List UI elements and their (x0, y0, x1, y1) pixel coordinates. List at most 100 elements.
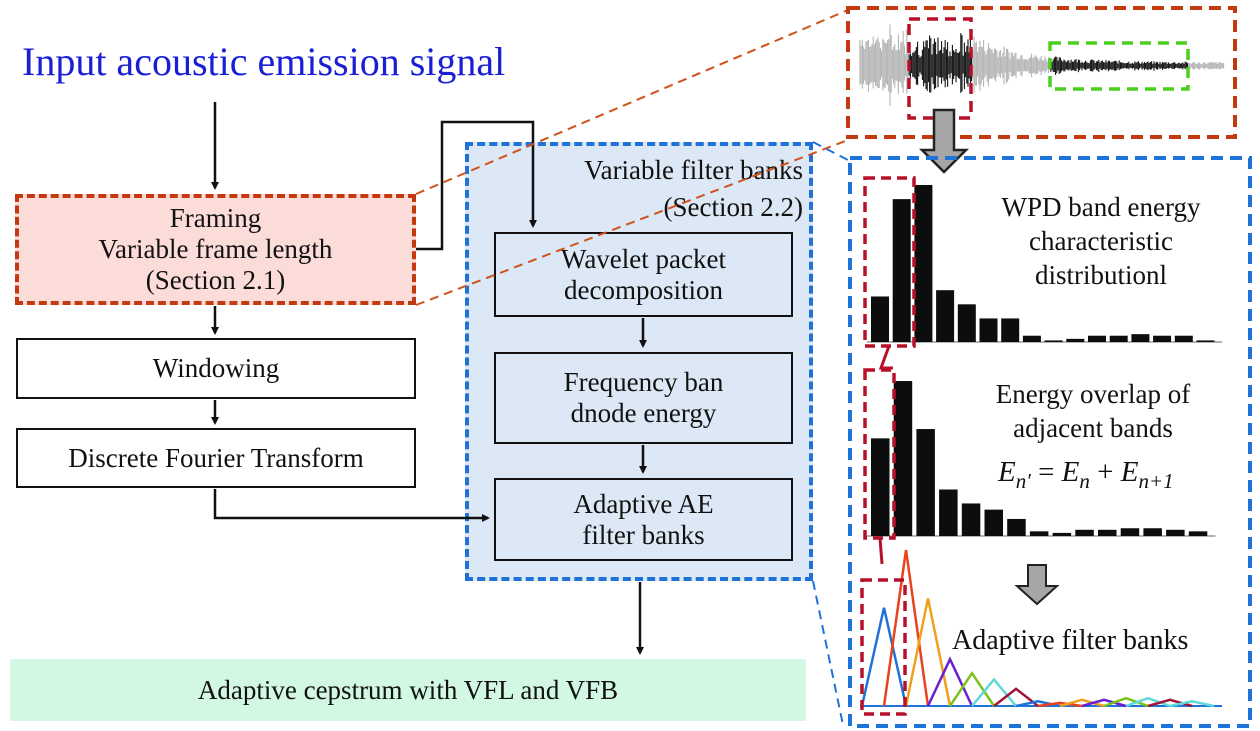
energy-bar (936, 290, 955, 342)
energy-bar (1143, 528, 1162, 536)
wavelet-packet-box: Wavelet packet decomposition (494, 232, 793, 317)
zoom-line-vfb-bottom (812, 580, 844, 726)
energy-bar (984, 509, 1003, 536)
energy-bar (1109, 335, 1128, 342)
energy-bar (892, 199, 911, 342)
current-frame-marker (907, 17, 973, 120)
energy-bar (1088, 335, 1106, 342)
energy-bar (957, 304, 976, 342)
framing-section: (Section 2.1) (145, 265, 286, 295)
filter-triangle-12 (1103, 696, 1149, 708)
dft-box: Discrete Fourier Transform (16, 428, 416, 488)
filter-triangle-6 (971, 677, 1017, 707)
framing-label: Framing (169, 203, 262, 233)
filter-triangle-11 (1081, 698, 1127, 708)
energy-bar (914, 185, 933, 342)
formula-op: = (1030, 456, 1062, 488)
energy-bar (1075, 529, 1094, 536)
energy-bar (1120, 528, 1140, 536)
energy-bar (1044, 340, 1063, 342)
formula-term: E (1120, 456, 1139, 488)
arrow-dft-to-adaptive-filter (213, 489, 490, 522)
step-label: Adaptive AE (573, 488, 714, 519)
filter-triangle-14 (1147, 698, 1193, 708)
filter-triangle-13 (1125, 696, 1171, 708)
energy-bar (1022, 335, 1041, 342)
caption-line: Energy overlap of (995, 379, 1191, 409)
caption-line: adjacent bands (1013, 413, 1173, 443)
step-label: filter banks (582, 519, 705, 550)
step-label: Frequency ban (563, 367, 724, 397)
filter-triangle-3 (904, 598, 952, 707)
zoom-line-vfb-top (812, 141, 849, 161)
step-label: Wavelet packet (561, 243, 726, 274)
energy-bar (1196, 340, 1215, 342)
windowing-label: Windowing (152, 353, 280, 383)
filter-triangle-4 (926, 656, 974, 707)
output-box: Adaptive cepstrum with VFL and VFB (10, 659, 806, 721)
filter-triangle-10 (1059, 698, 1105, 708)
filter-triangle-1 (860, 607, 908, 707)
caption-line: distributionl (1034, 260, 1167, 290)
formula-term: E (998, 456, 1016, 488)
bracket-connector-2 (878, 537, 884, 565)
vfb-panel-section: (Section 2.2) (663, 192, 803, 222)
step-label: decomposition (564, 274, 723, 305)
ae-waveform (859, 24, 1225, 106)
energy-bar (893, 381, 913, 536)
energy-bar (961, 503, 981, 536)
filter-banks-caption: Adaptive filter banks (952, 625, 1189, 656)
energy-bar (939, 489, 958, 536)
band-energy-box: Frequency ban dnode energy (494, 352, 793, 444)
caption-line: characteristic (1029, 226, 1173, 256)
bracket-connector-1 (878, 345, 893, 370)
dft-label: Discrete Fourier Transform (68, 442, 364, 473)
energy-bar (871, 438, 890, 536)
filter-triangle-8 (1015, 700, 1061, 708)
caption-line: WPD band energy (1001, 192, 1201, 222)
vfb-panel-label: Variable filter banks (Section 2.2) (584, 152, 803, 226)
diagram-title: Input acoustic emission signal (22, 39, 506, 84)
filter-triangle-5 (948, 670, 996, 707)
formula-term: E (1061, 456, 1080, 488)
energy-bar (1174, 335, 1193, 342)
formula-sub: n+1 (1138, 468, 1174, 493)
filter-triangle-15 (1169, 700, 1215, 708)
filter-triangle-9 (1037, 701, 1083, 708)
energy-overlap-formula: En′ = En + En+1 (998, 456, 1174, 494)
filter-triangle-7 (993, 687, 1039, 707)
energy-bar (916, 429, 935, 536)
down-arrow-icon (918, 108, 970, 174)
formula-sub: n (1079, 468, 1090, 493)
energy-bar (979, 318, 998, 342)
output-label: Adaptive cepstrum with VFL and VFB (197, 674, 619, 705)
energy-bar (1052, 532, 1072, 536)
filter-triangle-2 (882, 549, 930, 707)
step-label: dnode energy (570, 398, 717, 428)
energy-bar (1007, 518, 1026, 536)
filter-marker (860, 578, 907, 716)
formula-sub: n′ (1015, 468, 1031, 493)
wpd-caption: WPD band energy characteristic distribut… (970, 190, 1232, 292)
overlap-caption: Energy overlap of adjacent bands (962, 377, 1224, 445)
long-frame-marker (1048, 41, 1190, 91)
vfb-panel-title: Variable filter banks (584, 155, 803, 185)
energy-bar (1131, 334, 1150, 342)
energy-bar (1066, 338, 1085, 342)
adaptive-filter-banks-box: Adaptive AE filter banks (494, 478, 793, 561)
energy-bar (1188, 531, 1208, 536)
framing-box: Framing Variable frame length (Section 2… (15, 194, 416, 305)
energy-bar (1166, 529, 1185, 536)
framing-sublabel: Variable frame length (98, 234, 333, 264)
band-pair-marker-1 (863, 176, 916, 348)
energy-bar (1098, 529, 1117, 536)
windowing-box: Windowing (16, 338, 416, 399)
formula-op: + (1089, 456, 1121, 488)
energy-bar (1001, 318, 1020, 342)
energy-bar (871, 296, 889, 342)
energy-bar (1029, 531, 1049, 536)
energy-bar (1153, 335, 1172, 342)
down-arrow-small-icon (1014, 564, 1060, 606)
signal-caption: Framing AE signal (980, 97, 1192, 128)
band-pair-marker-2 (863, 368, 896, 540)
